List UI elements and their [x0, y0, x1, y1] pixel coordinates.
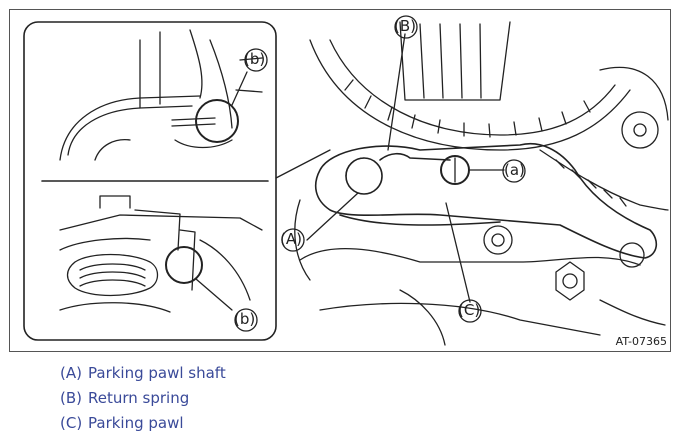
- main-C-label: (C): [458, 301, 481, 319]
- inset-bottom-b-badge: [234, 308, 258, 332]
- inset-top-detail-circle: [195, 99, 239, 143]
- right-gear: [539, 66, 669, 211]
- main-A-label: (A): [280, 230, 302, 248]
- legend-item: (C) Parking pawl: [60, 412, 226, 437]
- ring-gear: [309, 39, 631, 151]
- return-spring: [379, 152, 451, 161]
- main-a-label: (a): [504, 161, 525, 179]
- A-leader: [306, 192, 359, 241]
- inset-top-b-label: (b): [244, 50, 266, 68]
- inset-bottom-b-label: (b): [234, 310, 256, 328]
- inset-bottom-b-leader: [195, 278, 233, 311]
- legend-label: Parking pawl shaft: [88, 364, 226, 382]
- inset-top-b-leader: [231, 71, 248, 106]
- inset-upper-sketch: [59, 29, 263, 161]
- legend-item: (B) Return spring: [60, 387, 226, 412]
- parking-pawl-body: [314, 143, 658, 259]
- main-C-badge: [458, 299, 482, 323]
- legend: (A) Parking pawl shaft (B) Return spring (…: [60, 362, 226, 437]
- legend-key: (C): [60, 414, 83, 432]
- inset-lower-sketch: [59, 195, 263, 313]
- main-B-badge: [394, 15, 418, 39]
- main-A-badge: [281, 228, 305, 252]
- C-leader: [445, 202, 471, 303]
- legend-item: (A) Parking pawl shaft: [60, 362, 226, 387]
- pinion-gear: [399, 21, 511, 101]
- main-B-label: (B): [394, 17, 416, 35]
- main-a-badge: [502, 159, 526, 183]
- legend-key: (A): [60, 364, 82, 382]
- inset-top-b-badge: [244, 48, 268, 72]
- legend-label: Parking pawl: [88, 414, 184, 432]
- legend-label: Return spring: [88, 389, 190, 407]
- inset-connector: [275, 149, 331, 179]
- legend-key: (B): [60, 389, 82, 407]
- lower-housing: [294, 199, 666, 346]
- inset-bottom-detail-circle: [165, 246, 203, 284]
- B-leader: [387, 33, 406, 151]
- figure-id: AT-07365: [615, 335, 667, 348]
- inset-panel: [23, 21, 277, 341]
